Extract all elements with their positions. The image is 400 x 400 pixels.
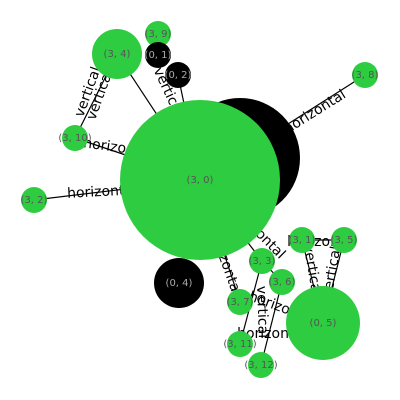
node-label: (3, 3) — [249, 256, 276, 267]
edge-n36-n312 — [260, 281, 283, 366]
node-label: (3, 0) — [187, 175, 214, 186]
node-n32: (3, 2) — [21, 187, 48, 213]
node-label: (0, 4) — [166, 278, 193, 289]
node-circle — [21, 187, 47, 213]
node-n34: (3, 4) — [92, 29, 142, 79]
node-circle — [165, 62, 191, 88]
node-label: (3, 4) — [104, 49, 131, 60]
node-n38: (3, 8) — [352, 62, 379, 88]
node-circle — [120, 100, 280, 260]
node-n35: (3, 5) — [331, 227, 358, 253]
node-label: (3, 6) — [269, 277, 296, 288]
node-circle — [249, 248, 275, 274]
node-n311: (3, 11) — [223, 331, 257, 357]
node-label: (3, 8) — [352, 70, 379, 81]
node-label: (0, 2) — [165, 70, 192, 81]
nodes-layer: (0, 3)(3, 0)(0, 4)(0, 5)(3, 4)(3, 9)(0, … — [21, 21, 379, 378]
edge-label: horizontal — [67, 182, 138, 202]
node-n310: (3, 10) — [58, 125, 92, 151]
node-n312: (3, 12) — [244, 352, 278, 378]
node-n04: (0, 4) — [154, 258, 204, 308]
node-circle — [145, 21, 171, 47]
node-label: (3, 10) — [58, 133, 91, 144]
node-circle — [248, 352, 274, 378]
node-n33: (3, 3) — [249, 248, 276, 274]
edge-label: vertical — [253, 286, 271, 339]
node-n36: (3, 6) — [269, 269, 296, 295]
node-label: (3, 7) — [227, 297, 254, 308]
node-label: (3, 11) — [223, 339, 256, 350]
node-circle — [331, 227, 357, 253]
node-circle — [227, 289, 253, 315]
node-circle — [145, 42, 171, 68]
node-circle — [289, 227, 315, 253]
node-label: (0, 1) — [145, 50, 172, 61]
node-n02: (0, 2) — [165, 62, 192, 88]
node-circle — [154, 258, 204, 308]
node-n37: (3, 7) — [227, 289, 254, 315]
node-n39: (3, 9) — [145, 21, 172, 47]
node-label: (3, 12) — [244, 360, 277, 371]
node-n05: (0, 5) — [286, 286, 360, 360]
node-label: (3, 2) — [21, 195, 48, 206]
node-circle — [227, 331, 253, 357]
node-circle — [269, 269, 295, 295]
node-circle — [286, 286, 360, 360]
node-n30: (3, 0) — [120, 100, 280, 260]
node-label: (3, 5) — [331, 235, 358, 246]
node-n31: (3, 1) — [289, 227, 316, 253]
node-circle — [62, 125, 88, 151]
node-label: (3, 9) — [145, 29, 172, 40]
node-label: (0, 5) — [310, 318, 337, 329]
node-circle — [92, 29, 142, 79]
node-label: (3, 1) — [289, 235, 316, 246]
node-n01: (0, 1) — [145, 42, 172, 68]
node-circle — [352, 62, 378, 88]
